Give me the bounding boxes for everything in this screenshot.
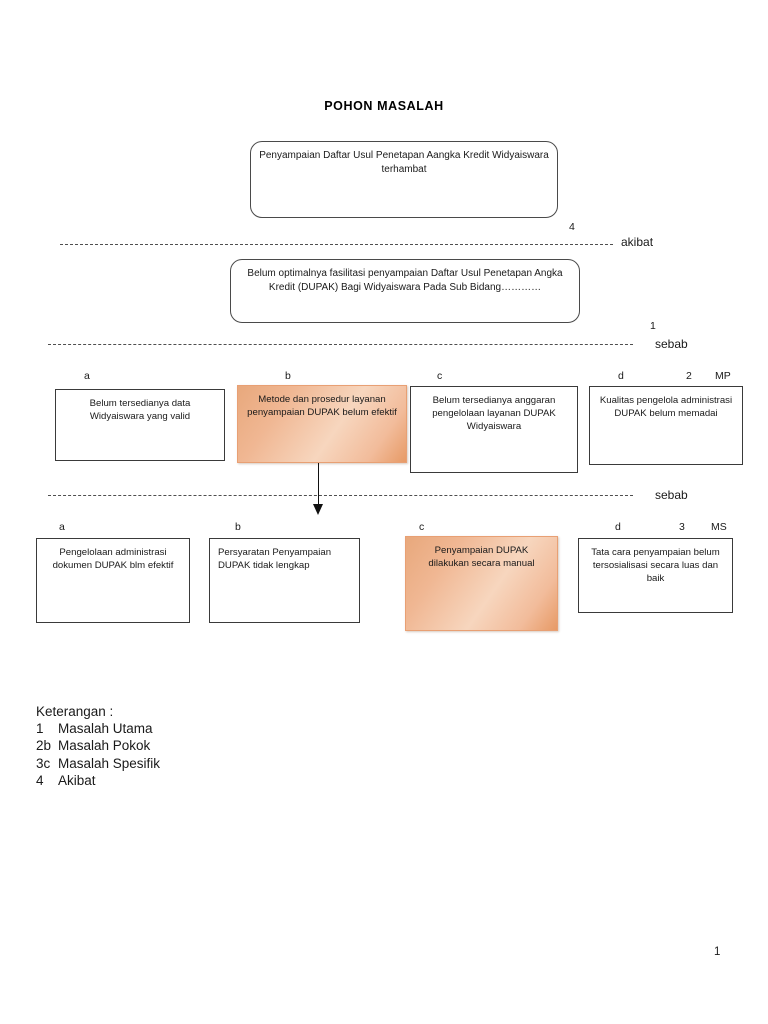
specific-problem-text-a: Pengelolaan administrasi dokumen DUPAK b… — [52, 547, 174, 572]
main-problem-box-text: Belum optimalnya fasilitasi penyampaian … — [247, 268, 563, 293]
core-problem-box-b: Metode dan prosedur layanan penyampaian … — [237, 385, 407, 463]
effect-box-text: Penyampaian Daftar Usul Penetapan Aangka… — [259, 150, 549, 175]
code-masalah-spesifik-suffix: MS — [711, 521, 727, 533]
code-masalah-pokok: 2 — [686, 370, 692, 382]
arrow-head-core-b-to-specific — [312, 504, 323, 515]
specific-problem-label-b: b — [235, 521, 241, 533]
divider-akibat — [60, 244, 613, 245]
core-problem-label-a: a — [84, 370, 90, 382]
code-masalah-spesifik: 3 — [679, 521, 685, 533]
legend-item-text: Masalah Pokok — [58, 738, 151, 754]
code-akibat: 4 — [569, 221, 575, 233]
core-problem-text-c: Belum tersedianya anggaran pengelolaan l… — [432, 395, 556, 433]
core-problem-box-d: Kualitas pengelola administrasi DUPAK be… — [589, 386, 743, 465]
specific-problem-box-a: Pengelolaan administrasi dokumen DUPAK b… — [36, 538, 190, 623]
divider-sebab-2 — [48, 495, 633, 496]
legend-item-key: 4 — [36, 772, 44, 788]
page-number: 1 — [714, 946, 721, 958]
legend-item-text: Akibat — [58, 772, 96, 788]
core-problem-text-b: Metode dan prosedur layanan penyampaian … — [247, 394, 397, 419]
core-problem-text-a: Belum tersedianya data Widyaiswara yang … — [89, 398, 191, 423]
code-masalah-utama: 1 — [650, 320, 656, 332]
specific-problem-label-d: d — [615, 521, 621, 533]
specific-problem-text-b: Persyaratan Penyampaian DUPAK tidak leng… — [218, 547, 332, 572]
specific-problem-label-c: c — [419, 521, 425, 533]
legend-item: 4 Akibat — [36, 772, 160, 789]
effect-box: Penyampaian Daftar Usul Penetapan Aangka… — [250, 141, 558, 218]
legend-heading: Keterangan : — [36, 703, 160, 720]
core-problem-text-d: Kualitas pengelola administrasi DUPAK be… — [599, 395, 733, 420]
specific-problem-box-d: Tata cara penyampaian belum tersosialisa… — [578, 538, 733, 613]
specific-problem-box-b: Persyaratan Penyampaian DUPAK tidak leng… — [209, 538, 360, 623]
core-problem-label-c: c — [437, 370, 443, 382]
legend-item: 1 Masalah Utama — [36, 720, 160, 737]
core-problem-box-a: Belum tersedianya data Widyaiswara yang … — [55, 389, 225, 461]
divider-label-sebab-2: sebab — [655, 488, 688, 502]
page-title: POHON MASALAH — [324, 99, 444, 113]
legend-item-key: 3c — [36, 755, 51, 771]
core-problem-box-c: Belum tersedianya anggaran pengelolaan l… — [410, 386, 578, 473]
legend-item: 3c Masalah Spesifik — [36, 755, 160, 772]
core-problem-label-d: d — [618, 370, 624, 382]
divider-label-akibat: akibat — [621, 235, 654, 249]
legend-item-text: Masalah Utama — [58, 721, 153, 737]
main-problem-box: Belum optimalnya fasilitasi penyampaian … — [230, 259, 580, 323]
legend-item: 2b Masalah Pokok — [36, 737, 160, 754]
specific-problem-label-a: a — [59, 521, 65, 533]
core-problem-label-b: b — [285, 370, 291, 382]
specific-problem-text-c: Penyampaian DUPAK dilakukan secara manua… — [428, 545, 535, 570]
divider-label-sebab-1: sebab — [655, 337, 688, 351]
code-masalah-pokok-suffix: MP — [715, 370, 731, 382]
legend-item-key: 1 — [36, 721, 44, 737]
legend-item-text: Masalah Spesifik — [58, 755, 161, 771]
specific-problem-box-c: Penyampaian DUPAK dilakukan secara manua… — [405, 536, 558, 631]
divider-sebab-1 — [48, 344, 633, 345]
specific-problem-text-d: Tata cara penyampaian belum tersosialisa… — [591, 547, 720, 585]
legend: Keterangan : 1 Masalah Utama 2b Masalah … — [36, 703, 160, 789]
legend-heading-text: Keterangan : — [36, 704, 114, 719]
arrow-shaft-core-b-to-specific — [318, 463, 319, 507]
legend-item-key: 2b — [36, 738, 52, 754]
